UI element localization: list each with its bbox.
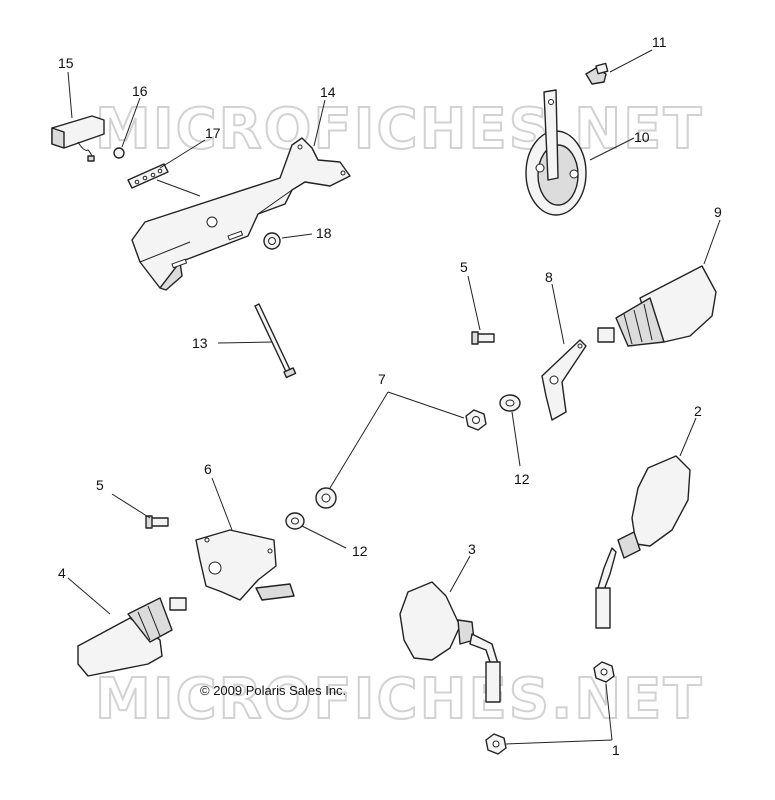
part-2-mirror [595,455,691,629]
part-12-washer-upper [499,394,521,412]
callout-5-upper: 5 [460,259,468,275]
callout-7: 7 [378,371,386,387]
callout-5-lower: 5 [96,477,104,493]
callout-2: 2 [694,403,702,419]
part-1-nut-lower [485,733,507,755]
part-9-turn-signal [597,265,717,347]
part-17-plate [127,163,169,189]
callout-13: 13 [192,335,208,351]
part-5-bolt-upper [471,331,495,345]
callout-12-upper: 12 [514,471,530,487]
callout-10: 10 [634,129,650,145]
callout-1: 1 [612,742,620,758]
part-13-bolt [254,303,297,379]
callout-14: 14 [320,84,336,100]
watermark-top: MICROFICHES.NET [95,97,704,162]
part-6-bracket [195,529,295,601]
callout-11: 11 [652,34,667,50]
part-16-nut [113,147,125,159]
callout-15: 15 [58,55,74,71]
callout-16: 16 [132,83,148,99]
callout-9: 9 [714,204,722,220]
part-7-nut-lower [315,487,337,509]
callout-6: 6 [204,461,212,477]
copyright-notice: © 2009 Polaris Sales Inc. [200,683,346,698]
part-1-nut-upper [593,661,615,683]
part-5-bolt-lower [145,515,169,529]
part-14-bracket [131,137,351,291]
part-7-nut-upper [465,409,487,431]
part-3-mirror [399,581,501,703]
callout-8: 8 [545,269,553,285]
part-10-horn [525,89,587,216]
callout-4: 4 [58,565,66,581]
part-11-screw [585,62,609,85]
part-12-washer-lower [285,512,305,530]
part-4-turn-signal [77,597,187,677]
callout-17: 17 [205,125,221,141]
callout-18: 18 [316,225,332,241]
callout-3: 3 [468,541,476,557]
part-18-nut [263,232,281,250]
callout-12-lower: 12 [352,543,368,559]
part-8-bracket [541,339,587,421]
part-15-license-light [51,115,105,162]
